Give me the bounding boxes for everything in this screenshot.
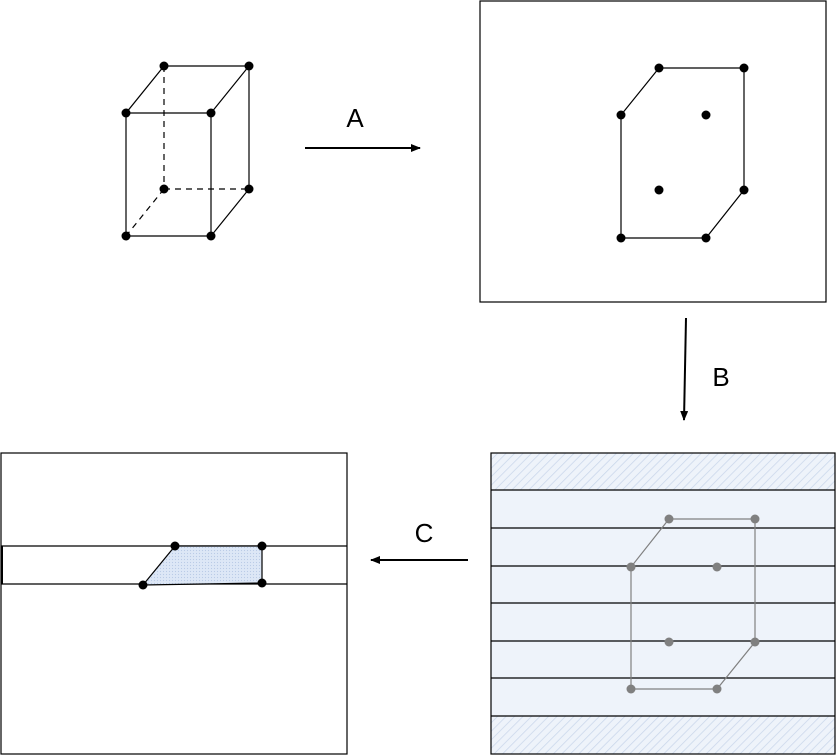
vertex xyxy=(244,184,254,194)
vertex xyxy=(664,637,674,647)
vertex xyxy=(257,578,267,588)
slice-lines xyxy=(491,489,835,717)
vertex xyxy=(654,185,664,195)
vertex xyxy=(664,514,674,524)
vertex xyxy=(712,562,722,572)
cross-section-panel xyxy=(0,452,348,755)
vertex xyxy=(712,684,722,694)
front-face xyxy=(125,112,212,237)
projection-panel xyxy=(479,0,827,303)
vertex xyxy=(701,233,711,243)
arrow-a: A xyxy=(305,103,421,152)
box-vertices xyxy=(121,61,254,241)
sliced-frame xyxy=(490,452,836,755)
projection-frame xyxy=(479,0,827,303)
vertex xyxy=(701,110,711,120)
vertex xyxy=(121,231,131,241)
step-label-a: A xyxy=(346,103,364,133)
step-label-b: B xyxy=(712,362,729,392)
cross-section-frame xyxy=(0,452,348,755)
vertex xyxy=(739,63,749,73)
vertex xyxy=(626,684,636,694)
vertex xyxy=(616,110,626,120)
right-bottom-edge xyxy=(210,188,250,237)
vertex xyxy=(159,184,169,194)
vertex xyxy=(206,108,216,118)
vertex xyxy=(170,541,180,551)
arrow-c: C xyxy=(370,518,468,564)
vertex xyxy=(257,541,267,551)
vertex xyxy=(206,231,216,241)
slice-top-hatch xyxy=(491,453,835,490)
vertex xyxy=(739,185,749,195)
vertex xyxy=(244,61,254,71)
vertex xyxy=(750,637,760,647)
slice-bottom-hatch xyxy=(491,716,835,754)
box-3d xyxy=(121,61,254,241)
vertex xyxy=(616,233,626,243)
cross-section-vertices xyxy=(138,541,267,590)
vertex xyxy=(626,562,636,572)
vertex xyxy=(121,108,131,118)
hidden-edge xyxy=(125,188,165,237)
top-face xyxy=(125,65,251,114)
vertex xyxy=(654,63,664,73)
vertex xyxy=(138,580,148,590)
projected-vertices xyxy=(616,63,749,243)
sliced-panel xyxy=(490,452,836,755)
sliced-vertices xyxy=(626,514,760,694)
arrow-b: B xyxy=(680,317,730,421)
step-label-c: C xyxy=(415,518,434,548)
vertex xyxy=(159,61,169,71)
vertex xyxy=(750,514,760,524)
